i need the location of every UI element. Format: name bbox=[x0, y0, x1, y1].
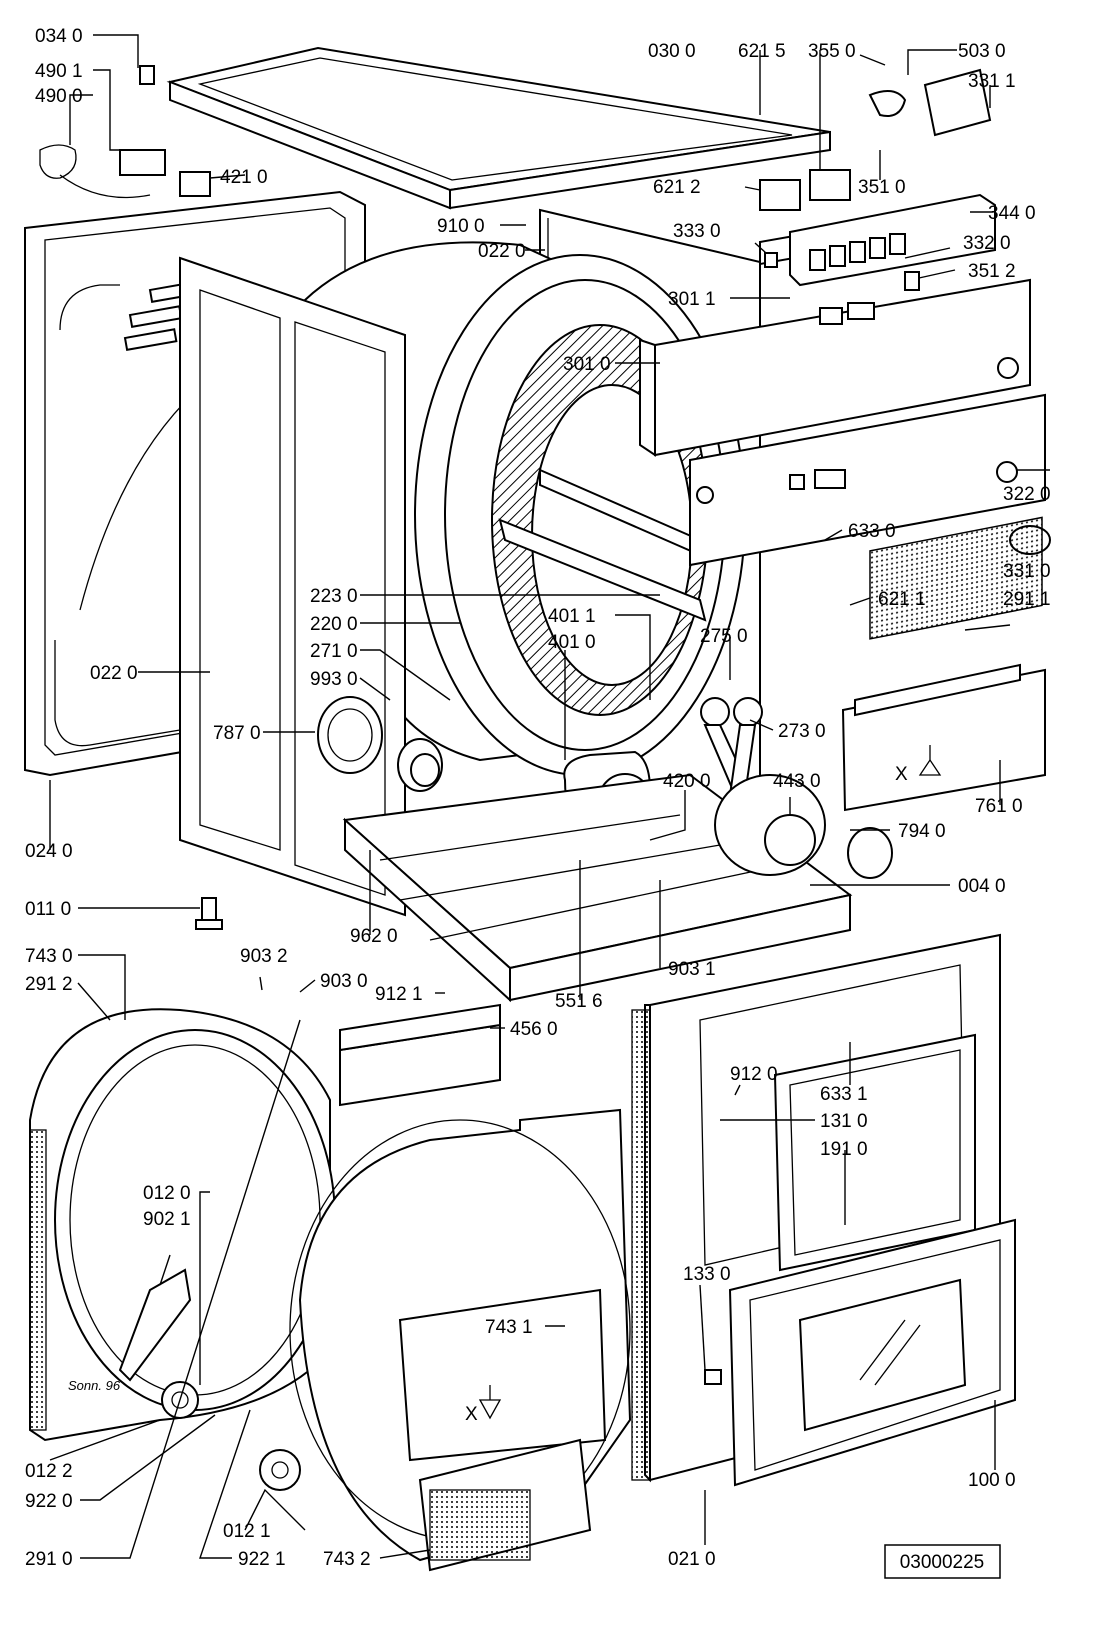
callout-labels: 034 0 490 1 490 0 421 0 030 0 621 5 355 … bbox=[25, 26, 1051, 1570]
callout-503-0: 503 0 bbox=[958, 41, 1006, 62]
callout-271-0: 271 0 bbox=[310, 641, 358, 662]
callout-131-0: 131 0 bbox=[820, 1111, 868, 1132]
callout-331-0: 331 0 bbox=[1003, 561, 1051, 582]
callout-301-0: 301 0 bbox=[563, 354, 611, 375]
direction-marker-bearing: X bbox=[465, 1385, 502, 1425]
callout-962-0: 962 0 bbox=[350, 926, 398, 947]
callout-903-0: 903 0 bbox=[320, 971, 368, 992]
callout-551-6: 551 6 bbox=[555, 991, 603, 1012]
svg-text:X: X bbox=[895, 764, 908, 785]
callout-291-1: 291 1 bbox=[1003, 589, 1051, 610]
heater bbox=[339, 1003, 501, 1107]
fan-housing bbox=[714, 774, 893, 879]
callout-012-0: 012 0 bbox=[143, 1183, 191, 1204]
callout-022-0-top: 022 0 bbox=[478, 241, 526, 262]
callout-490-0: 490 0 bbox=[35, 86, 83, 107]
callout-743-0: 743 0 bbox=[25, 946, 73, 967]
callout-322-0: 322 0 bbox=[1003, 484, 1051, 505]
signature: Sonn. 96 bbox=[68, 1378, 121, 1393]
callout-332-0: 332 0 bbox=[963, 233, 1011, 254]
callout-351-0: 351 0 bbox=[858, 177, 906, 198]
control-panel bbox=[639, 230, 1046, 567]
hose bbox=[317, 696, 443, 792]
callout-910-0: 910 0 bbox=[437, 216, 485, 237]
callout-133-0: 133 0 bbox=[683, 1264, 731, 1285]
callout-273-0: 273 0 bbox=[778, 721, 826, 742]
leader-lines bbox=[49, 34, 1050, 1559]
callout-022-0-side: 022 0 bbox=[90, 663, 138, 684]
control-board bbox=[789, 193, 996, 287]
callout-443-0: 443 0 bbox=[773, 771, 821, 792]
screw bbox=[195, 897, 223, 930]
callout-030-0: 030 0 bbox=[648, 41, 696, 62]
callout-223-0: 223 0 bbox=[310, 586, 358, 607]
callout-401-0: 401 0 bbox=[548, 632, 596, 653]
callout-794-0: 794 0 bbox=[898, 821, 946, 842]
callout-922-1: 922 1 bbox=[238, 1549, 286, 1570]
callout-220-0: 220 0 bbox=[310, 614, 358, 635]
callout-903-1: 903 1 bbox=[668, 959, 716, 980]
callout-421-0: 421 0 bbox=[220, 167, 268, 188]
callout-191-0: 191 0 bbox=[820, 1139, 868, 1160]
callout-490-1: 490 1 bbox=[35, 61, 83, 82]
callout-004-0: 004 0 bbox=[958, 876, 1006, 897]
callout-012-2: 012 2 bbox=[25, 1461, 73, 1482]
callout-351-2: 351 2 bbox=[968, 261, 1016, 282]
drawing-number-box: 03000225 bbox=[884, 1544, 1001, 1579]
callout-011-0: 011 0 bbox=[25, 899, 71, 920]
direction-marker-filter: X bbox=[895, 745, 942, 785]
callout-456-0: 456 0 bbox=[510, 1019, 558, 1040]
callout-621-1: 621 1 bbox=[878, 589, 926, 610]
callout-100-0: 100 0 bbox=[968, 1470, 1016, 1491]
callout-787-0: 787 0 bbox=[213, 723, 261, 744]
top-cover bbox=[166, 46, 831, 210]
callout-743-2: 743 2 bbox=[323, 1549, 371, 1570]
callout-621-5: 621 5 bbox=[738, 41, 786, 62]
callout-993-0: 993 0 bbox=[310, 669, 358, 690]
callout-621-2: 621 2 bbox=[653, 177, 701, 198]
callout-024-0: 024 0 bbox=[25, 841, 73, 862]
callout-275-0: 275 0 bbox=[700, 626, 748, 647]
callout-331-1: 331 1 bbox=[968, 71, 1016, 92]
callout-012-1: 012 1 bbox=[223, 1521, 271, 1542]
callout-291-0: 291 0 bbox=[25, 1549, 73, 1570]
callout-355-0: 355 0 bbox=[808, 41, 856, 62]
callout-021-0: 021 0 bbox=[668, 1549, 716, 1570]
rear-bearing-plate bbox=[29, 1008, 336, 1442]
front-bearing-panel bbox=[259, 1108, 632, 1572]
callout-633-1: 633 1 bbox=[820, 1084, 868, 1105]
svg-text:X: X bbox=[465, 1404, 478, 1425]
callout-903-2: 903 2 bbox=[240, 946, 288, 967]
callout-291-2: 291 2 bbox=[25, 974, 73, 995]
switch-parts bbox=[39, 65, 992, 325]
callout-912-1: 912 1 bbox=[375, 984, 423, 1005]
callout-333-0: 333 0 bbox=[673, 221, 721, 242]
filter bbox=[841, 516, 1046, 812]
door bbox=[704, 1218, 1016, 1487]
callout-401-1: 401 1 bbox=[548, 606, 596, 627]
callout-761-0: 761 0 bbox=[975, 796, 1023, 817]
drawing-number: 03000225 bbox=[900, 1552, 985, 1573]
callout-922-0: 922 0 bbox=[25, 1491, 73, 1512]
callout-902-1: 902 1 bbox=[143, 1209, 191, 1230]
callout-912-0: 912 0 bbox=[730, 1064, 778, 1085]
callout-633-0: 633 0 bbox=[848, 521, 896, 542]
callout-344-0: 344 0 bbox=[988, 203, 1036, 224]
callout-420-0: 420 0 bbox=[663, 771, 711, 792]
callout-301-1: 301 1 bbox=[668, 289, 716, 310]
callout-743-1: 743 1 bbox=[485, 1317, 533, 1338]
callout-034-0: 034 0 bbox=[35, 26, 83, 47]
